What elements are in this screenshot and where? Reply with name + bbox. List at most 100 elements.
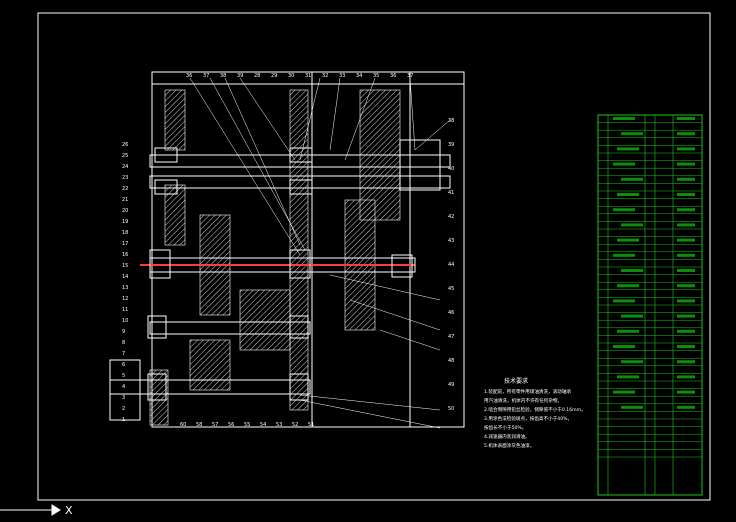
technical-note: 1.装配前，所有零件用煤油清洗，滚动轴承 xyxy=(484,388,571,395)
part-number: 20 xyxy=(122,208,128,214)
part-number: 1 xyxy=(122,417,125,423)
shafts xyxy=(109,154,451,395)
part-number: 53 xyxy=(276,422,282,428)
part-number: 58 xyxy=(196,422,202,428)
table-cell-mark xyxy=(621,223,643,227)
part-number: 35 xyxy=(373,73,379,79)
table-cell-mark xyxy=(677,314,695,318)
part-number: 26 xyxy=(122,142,128,148)
part-number: 2 xyxy=(122,406,125,412)
table-cell-mark xyxy=(677,253,695,257)
part-number: 28 xyxy=(254,73,260,79)
leader-lines xyxy=(189,77,451,429)
table-cell-mark xyxy=(613,390,635,394)
part-number: 17 xyxy=(122,241,128,247)
technical-note: 按齿长不小于50%。 xyxy=(484,424,526,431)
part-number: 36 xyxy=(186,73,192,79)
table-cell-mark xyxy=(677,223,695,227)
ucs-axis xyxy=(0,504,61,516)
part-number: 54 xyxy=(260,422,266,428)
part-number: 34 xyxy=(356,73,362,79)
table-cell-mark xyxy=(677,345,695,348)
table-cell-mark xyxy=(677,193,695,196)
part-number: 5 xyxy=(122,373,125,379)
part-number: 39 xyxy=(448,142,454,148)
part-number: 37 xyxy=(407,73,413,79)
part-number: 6 xyxy=(122,362,125,368)
table-cell-mark xyxy=(621,269,643,272)
notes-title: 技术要求 xyxy=(504,377,528,385)
technical-note: 用汽油清洗，机体内不许有任何杂物。 xyxy=(484,397,562,404)
part-number: 50 xyxy=(448,406,454,412)
table-cell-mark xyxy=(677,162,695,166)
part-number: 56 xyxy=(228,422,234,428)
table-cell-mark xyxy=(677,329,695,333)
table-cell-mark xyxy=(677,390,695,394)
table-cell-mark xyxy=(621,405,643,409)
parts-table-rows xyxy=(598,114,702,458)
table-cell-mark xyxy=(677,208,695,212)
table-cell-mark xyxy=(613,162,635,166)
technical-note: 2.啮合侧隙用铅丝检验，侧隙值不小于0.16mm。 xyxy=(484,406,586,413)
part-number: 41 xyxy=(448,190,454,196)
part-number: 51 xyxy=(308,422,314,428)
part-number: 44 xyxy=(448,262,454,268)
part-number: 15 xyxy=(122,263,128,269)
part-number: 46 xyxy=(448,310,454,316)
part-number: 7 xyxy=(122,351,125,357)
table-cell-mark xyxy=(677,375,695,379)
table-cell-mark xyxy=(677,360,695,364)
part-number: 60 xyxy=(180,422,186,428)
bearings xyxy=(109,139,441,421)
table-cell-mark xyxy=(617,284,639,288)
technical-note: 5.机体表面涂灰色油漆。 xyxy=(484,442,534,449)
part-number: 45 xyxy=(448,286,454,292)
part-number: 57 xyxy=(212,422,218,428)
part-number: 49 xyxy=(448,382,454,388)
table-cell-mark xyxy=(617,193,639,196)
part-number: 24 xyxy=(122,164,128,170)
table-cell-mark xyxy=(613,117,635,120)
table-cell-mark xyxy=(613,345,635,348)
part-number: 37 xyxy=(203,73,209,79)
part-number: 42 xyxy=(448,214,454,220)
part-number: 48 xyxy=(448,358,454,364)
part-number: 11 xyxy=(122,307,128,313)
table-cell-mark xyxy=(677,147,695,151)
part-number: 55 xyxy=(244,422,250,428)
table-cell-mark xyxy=(613,253,635,257)
part-number: 3 xyxy=(122,395,125,401)
part-number: 31 xyxy=(305,73,311,79)
part-numbers-left: 2625242322212019181716151413121110987654… xyxy=(122,142,128,423)
table-cell-mark xyxy=(617,147,639,151)
table-cell-mark xyxy=(617,238,639,242)
part-number: 23 xyxy=(122,175,128,181)
part-number: 33 xyxy=(339,73,345,79)
technical-note: 3.用涂色法检验斑点，按齿高不小于40%， xyxy=(484,415,572,422)
table-cell-mark xyxy=(677,238,695,242)
table-cell-mark xyxy=(677,117,695,120)
parts-table xyxy=(597,114,703,496)
part-number: 30 xyxy=(288,73,294,79)
table-cell-mark xyxy=(677,405,695,409)
part-number: 38 xyxy=(448,118,454,124)
part-number: 4 xyxy=(122,384,125,390)
part-number: 22 xyxy=(122,186,128,192)
table-cell-mark xyxy=(621,314,643,318)
part-number: 36 xyxy=(390,73,396,79)
table-cell-mark xyxy=(677,284,695,288)
part-number: 47 xyxy=(448,334,454,340)
part-number: 16 xyxy=(122,252,128,258)
part-number: 29 xyxy=(271,73,277,79)
part-number: 19 xyxy=(122,219,128,225)
table-cell-mark xyxy=(617,375,639,379)
part-number: 12 xyxy=(122,296,128,302)
part-number: 18 xyxy=(122,230,128,236)
part-number: 39 xyxy=(237,73,243,79)
part-number: 14 xyxy=(122,274,128,280)
part-number: 21 xyxy=(122,197,128,203)
